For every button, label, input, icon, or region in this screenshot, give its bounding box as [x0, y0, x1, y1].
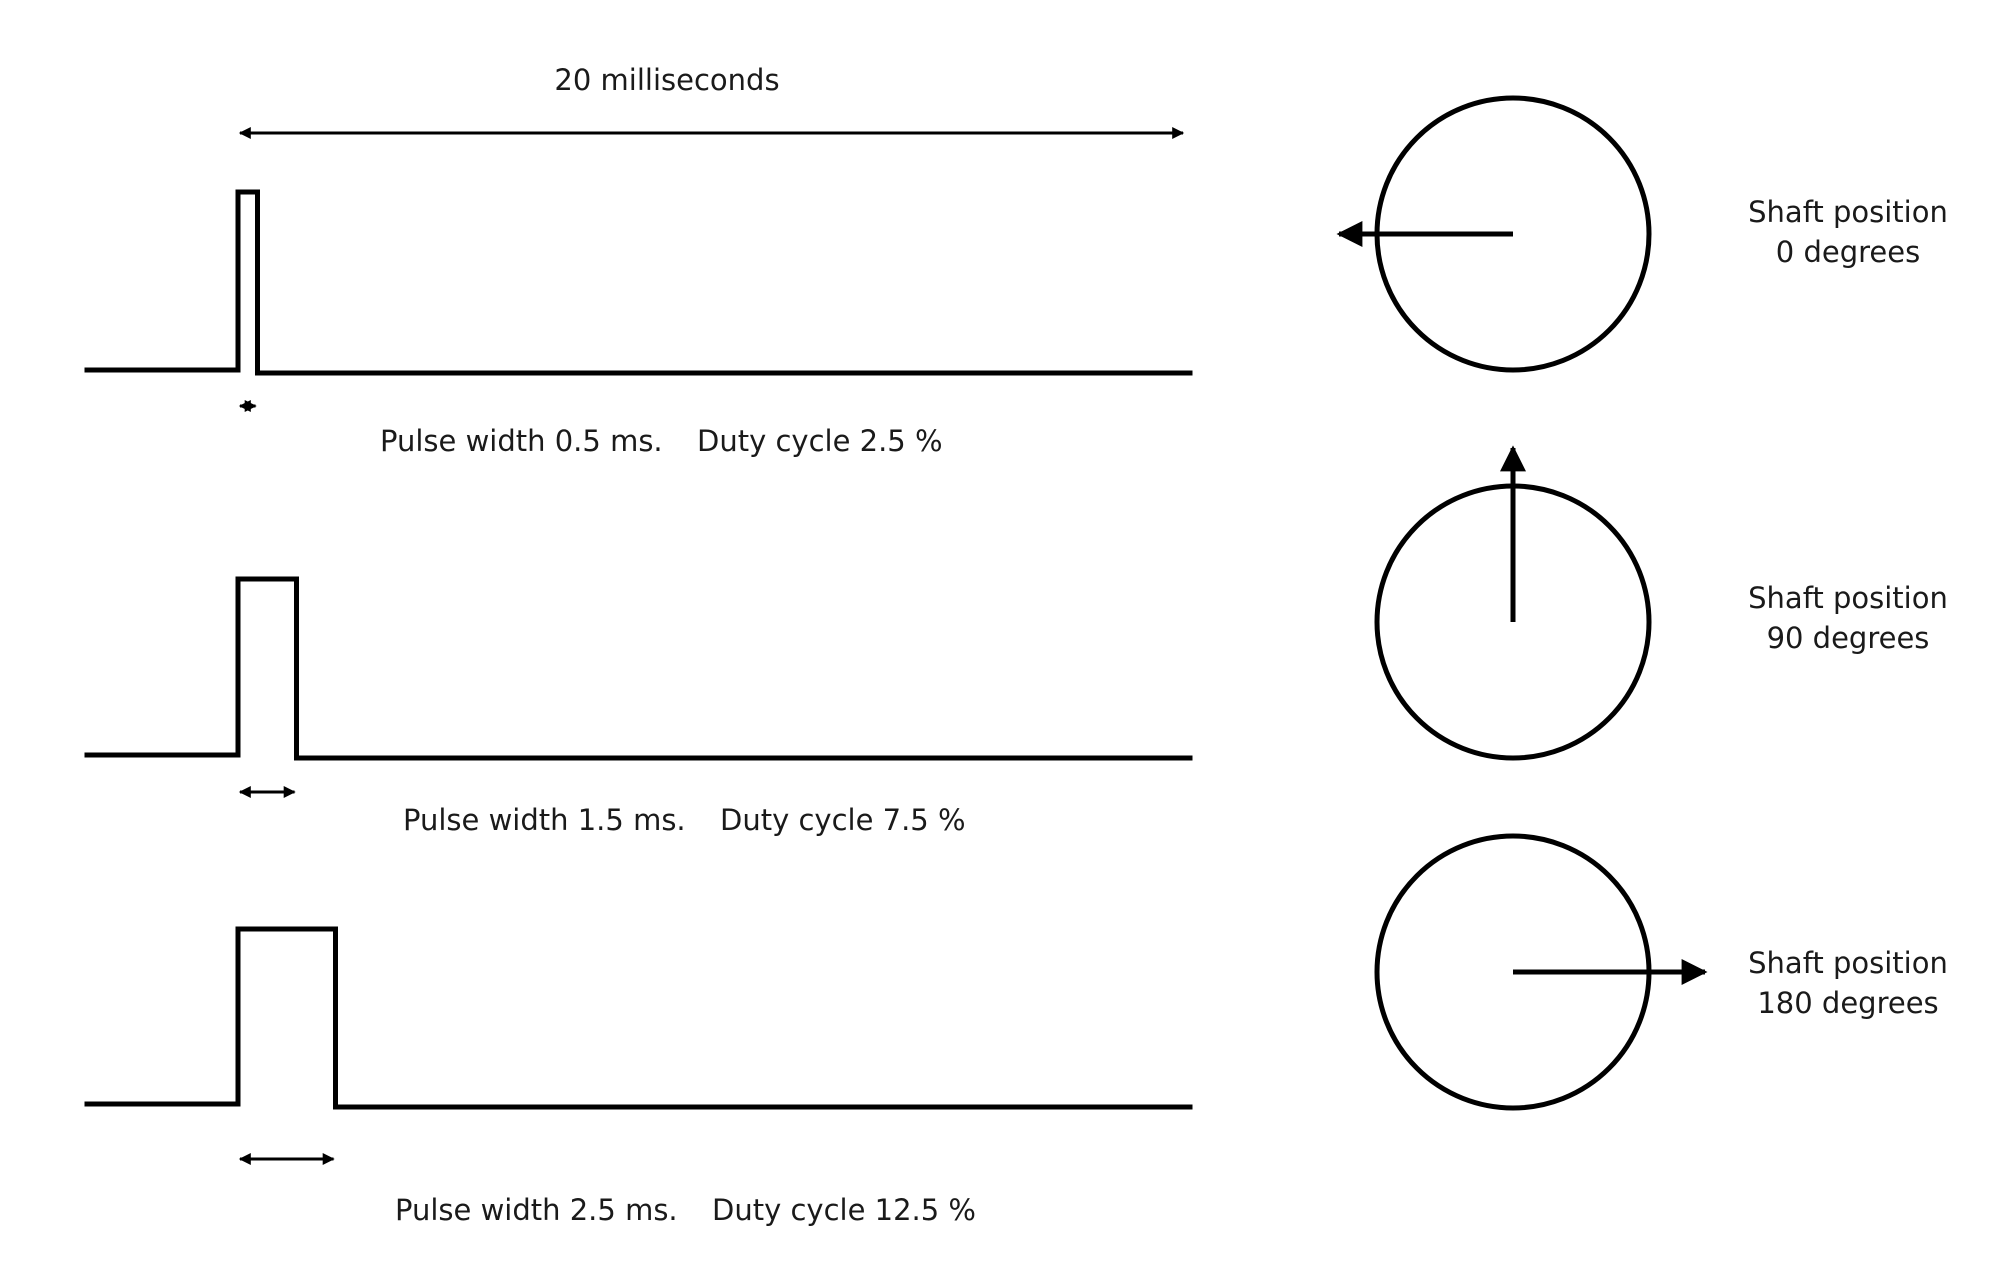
pulse-width-label-0: Pulse width 0.5 ms. — [380, 424, 663, 458]
duty-cycle-label-1: Duty cycle 7.5 % — [720, 803, 966, 837]
signal-row-2: Pulse width 2.5 ms. Duty cycle 12.5 % — [84, 926, 1193, 1227]
period-label: 20 milliseconds — [554, 63, 779, 97]
pwm-waveform-0 — [84, 189, 1193, 376]
signal-row-1: Pulse width 1.5 ms. Duty cycle 7.5 % — [84, 576, 1193, 837]
shaft-dial-2: Shaft position 180 degrees — [1374, 833, 1948, 1111]
pulse-width-label-2: Pulse width 2.5 ms. — [395, 1193, 678, 1227]
signal-row-0: Pulse width 0.5 ms. Duty cycle 2.5 % — [84, 189, 1193, 458]
duty-cycle-label-2: Duty cycle 12.5 % — [712, 1193, 976, 1227]
shaft-label-line2-2: 180 degrees — [1757, 986, 1938, 1020]
shaft-label-line1-2: Shaft position — [1748, 946, 1948, 980]
pwm-waveform-1 — [84, 576, 1193, 761]
duty-cycle-label-0: Duty cycle 2.5 % — [697, 424, 943, 458]
shaft-dial-1: Shaft position 90 degrees — [1374, 445, 1948, 761]
pwm-waveform-2 — [84, 926, 1193, 1110]
shaft-label-line1-0: Shaft position — [1748, 195, 1948, 229]
pulse-width-label-1: Pulse width 1.5 ms. — [403, 803, 686, 837]
shaft-label-line2-0: 0 degrees — [1776, 235, 1920, 269]
shaft-label-line2-1: 90 degrees — [1767, 621, 1930, 655]
shaft-dial-0: Shaft position 0 degrees — [1336, 95, 1948, 373]
shaft-label-line1-1: Shaft position — [1748, 581, 1948, 615]
